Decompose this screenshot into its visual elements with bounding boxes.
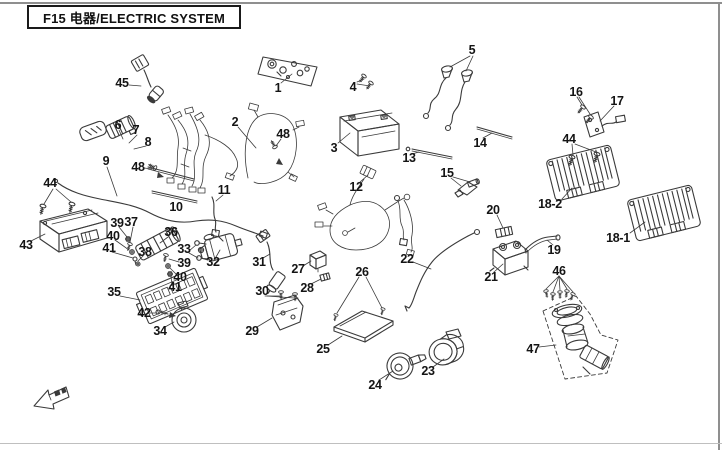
part-47-fuel-pump [542, 295, 619, 380]
part-31-plug-wire [255, 229, 286, 295]
part-42-screw [155, 309, 176, 318]
hardware-right [161, 252, 174, 277]
part-25-module [333, 310, 394, 343]
part-28-connector [319, 272, 331, 282]
forward-arrow-icon [33, 386, 70, 410]
part-32-ignition-coil [199, 233, 243, 262]
part-4-screws [357, 72, 375, 91]
part-46-screws [543, 288, 576, 302]
part-26-screws [332, 306, 386, 322]
part-9-cable [53, 178, 268, 239]
page-border-right [718, 2, 720, 450]
part-6-7-8-ignition-switch [79, 115, 137, 142]
part-13-rod [405, 146, 453, 160]
part-33-bolts [194, 240, 209, 261]
part-45-plug-cap [130, 54, 164, 104]
part-17-sensor-bracket [583, 111, 626, 138]
part-21-starter-relay [489, 240, 529, 276]
part-18-2-regulator [546, 144, 620, 202]
part-24-sensor [385, 352, 427, 381]
part-22-cable [393, 194, 481, 312]
part-5-sensors [422, 65, 473, 132]
hardware-left [124, 236, 141, 267]
part-12-sub-harness [314, 164, 415, 257]
part-35-fuse-box [135, 267, 209, 325]
leader-lines [30, 55, 646, 381]
part-36-cover [135, 226, 181, 261]
page-border-top [0, 2, 722, 4]
part-11-wire [210, 196, 224, 242]
part-20-connector [494, 225, 514, 239]
part-48-screws [147, 139, 283, 178]
part-18-1-regulator [627, 184, 701, 242]
title-box: F15 电器/ELECTRIC SYSTEM [27, 5, 241, 29]
part-19-tube [524, 234, 561, 254]
part-43-ecu [39, 208, 108, 253]
page-border-bottom [0, 443, 722, 444]
part-1-hardware-kit [257, 56, 318, 87]
part-29-30-bracket [271, 290, 304, 331]
part-10-rods [147, 166, 198, 204]
part-27-relay [309, 250, 327, 273]
part-23-grommet [428, 328, 465, 366]
part-14-rod [476, 126, 513, 140]
part-44-bolts-left [37, 201, 76, 216]
part-3-battery [339, 109, 400, 157]
part-15-switch [454, 178, 480, 198]
part-2-main-wire-harness [161, 102, 305, 194]
page-title: F15 电器/ELECTRIC SYSTEM [42, 10, 226, 26]
